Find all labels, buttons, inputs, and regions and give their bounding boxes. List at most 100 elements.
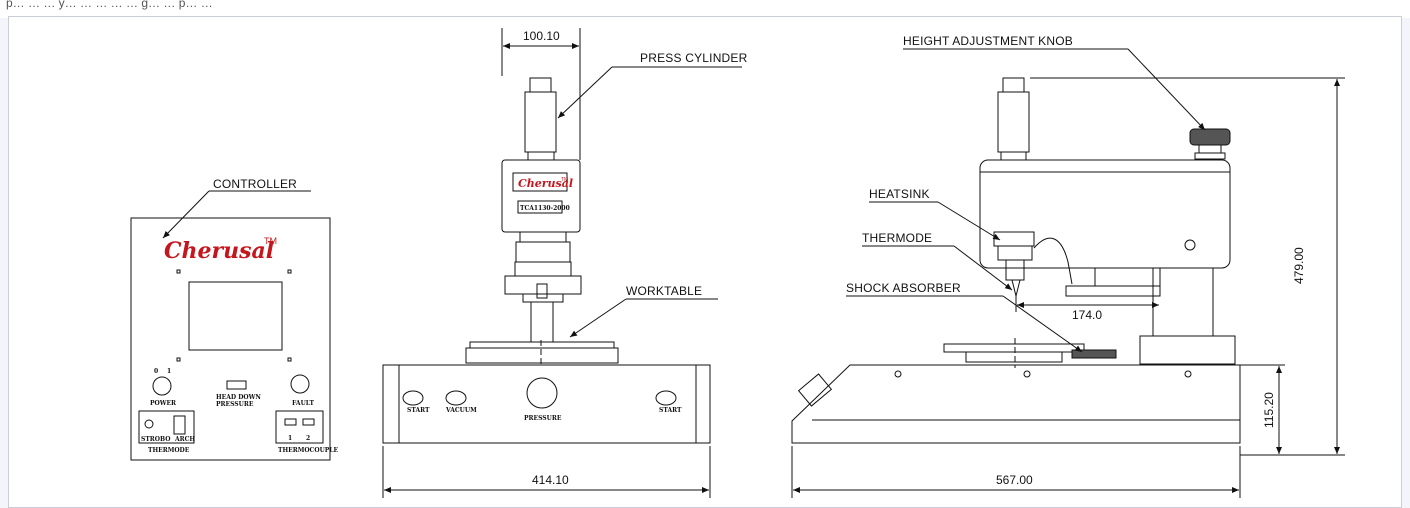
side-cylinder-cap: [1002, 77, 1025, 93]
controller-leader: [162, 190, 210, 239]
thermode-left-label: STROBO: [141, 436, 170, 443]
base-screw: [1023, 370, 1031, 378]
controller-view: Cherusal TM 0 1 POWER HEAD DOWN PRESSURE…: [130, 190, 339, 461]
head-ring-2: [515, 241, 571, 263]
tc-right-label: 2: [306, 435, 310, 442]
thermode-leader: [953, 245, 1013, 291]
side-worktable: [943, 343, 1085, 353]
height-knob: [1189, 128, 1231, 146]
screw-dot: [176, 357, 181, 362]
start-right-button: [655, 390, 677, 406]
screw-dot: [287, 357, 292, 362]
side-base: [791, 364, 1241, 444]
total-height-dim: 479.00: [1292, 247, 1306, 284]
head-down-switch: [226, 380, 247, 390]
start-left-label: START: [407, 407, 430, 414]
head-down-label: HEAD DOWN: [216, 394, 261, 401]
worktable-plate: [465, 347, 619, 364]
thermode-right-label: ARCH: [174, 436, 195, 443]
thermocouple-port-1: [284, 418, 297, 426]
front-brand: Cherusal: [518, 177, 573, 190]
heatsink: [993, 231, 1035, 247]
controller-display: [188, 281, 283, 351]
thermode-cable: [1033, 237, 1073, 285]
shock-leader: [1002, 295, 1083, 353]
power-label: POWER: [150, 400, 177, 407]
power-switch-0: 0: [154, 368, 158, 375]
start-left-button: [402, 390, 424, 406]
front-head: [501, 159, 581, 233]
side-base-connector: [797, 373, 833, 407]
caption-text: p… … … y… … … … … g… … p… …: [6, 0, 213, 10]
tc-left-label: 1: [288, 435, 292, 442]
knob-stem: [1198, 144, 1222, 154]
vacuum-label: VACUUM: [445, 407, 477, 414]
shock-absorber-label: SHOCK ABSORBER: [846, 281, 961, 295]
side-cylinder-body: [997, 91, 1030, 153]
controller-panel: [130, 217, 331, 461]
side-arm-lower: [1094, 267, 1161, 287]
controller-brand: Cherusal: [164, 238, 274, 264]
side-head-arm: [979, 159, 1231, 269]
worktable-label: WORKTABLE: [626, 284, 702, 298]
heatsink-fins: [997, 245, 1033, 261]
front-trademark: TM: [561, 177, 568, 183]
thermode-panel-label: THERMODE: [148, 447, 190, 454]
front-base: [382, 364, 711, 444]
caption-strip: p… … … y… … … … … g… … p… …: [0, 0, 1410, 18]
base-screw: [894, 370, 902, 378]
thermode-tip-side: [1011, 279, 1021, 297]
heatsink-label: HEATSINK: [869, 187, 930, 201]
head-ring-1: [519, 231, 567, 243]
power-switch-1: 1: [167, 368, 171, 375]
pressure-label: PRESSURE: [216, 401, 254, 408]
thermode-label: THERMODE: [862, 231, 932, 245]
fault-indicator: [290, 374, 310, 394]
thermocouple-panel-label: THERMOCOUPLE: [278, 447, 339, 454]
knob-leader: [1127, 48, 1206, 131]
start-right-label: START: [659, 407, 682, 414]
worktable-leader: [569, 298, 627, 338]
front-column: [530, 301, 554, 343]
pressure-dial: [526, 377, 558, 409]
side-cylinder-neck: [1000, 151, 1027, 161]
side-column-upper: [1152, 267, 1214, 337]
head-reach-dim: 174.0: [1072, 308, 1102, 322]
thermode-block: [1005, 259, 1025, 281]
front-view: Cherusal TM TCA1130-2000: [382, 28, 742, 498]
screw-dot: [176, 269, 181, 274]
power-knob: [152, 376, 172, 396]
fault-label: FAULT: [292, 400, 315, 407]
pressure-dial-label: PRESSURE: [524, 415, 562, 422]
press-cylinder-label: PRESS CYLINDER: [640, 51, 748, 65]
thermocouple-box: [275, 410, 324, 444]
base-screw: [1184, 370, 1192, 378]
press-cylinder-body: [524, 91, 557, 153]
press-leader: [557, 66, 613, 119]
side-length-dim: 567.00: [996, 473, 1033, 487]
thermode-box: [138, 410, 195, 444]
height-knob-label: HEIGHT ADJUSTMENT KNOB: [903, 34, 1073, 48]
model-plate-text: TCA1130-2000: [520, 205, 570, 212]
cylinder-neck: [527, 151, 555, 161]
side-arm-bracket: [1065, 285, 1161, 297]
head-ring-3: [514, 261, 572, 277]
cylinder-width-dim: 100.10: [523, 29, 560, 43]
shock-absorber: [1071, 349, 1117, 359]
thermode-tip: [536, 283, 548, 299]
heatsink-leader: [937, 201, 1001, 241]
controller-label: CONTROLLER: [213, 177, 297, 191]
thermode-led: [144, 419, 154, 429]
brand-badge: [512, 172, 568, 192]
head-ring-4: [504, 275, 582, 295]
cylinder-cap: [529, 77, 552, 93]
drawing-frame: [8, 16, 1402, 508]
worktable-top: [469, 341, 615, 349]
thermode-switch: [173, 415, 186, 435]
arm-screw: [1184, 239, 1196, 251]
controller-trademark: TM: [264, 236, 277, 246]
base-height-dim: 115.20: [1262, 392, 1276, 428]
thermocouple-port-2: [302, 418, 315, 426]
front-width-dim: 414.10: [532, 473, 569, 487]
